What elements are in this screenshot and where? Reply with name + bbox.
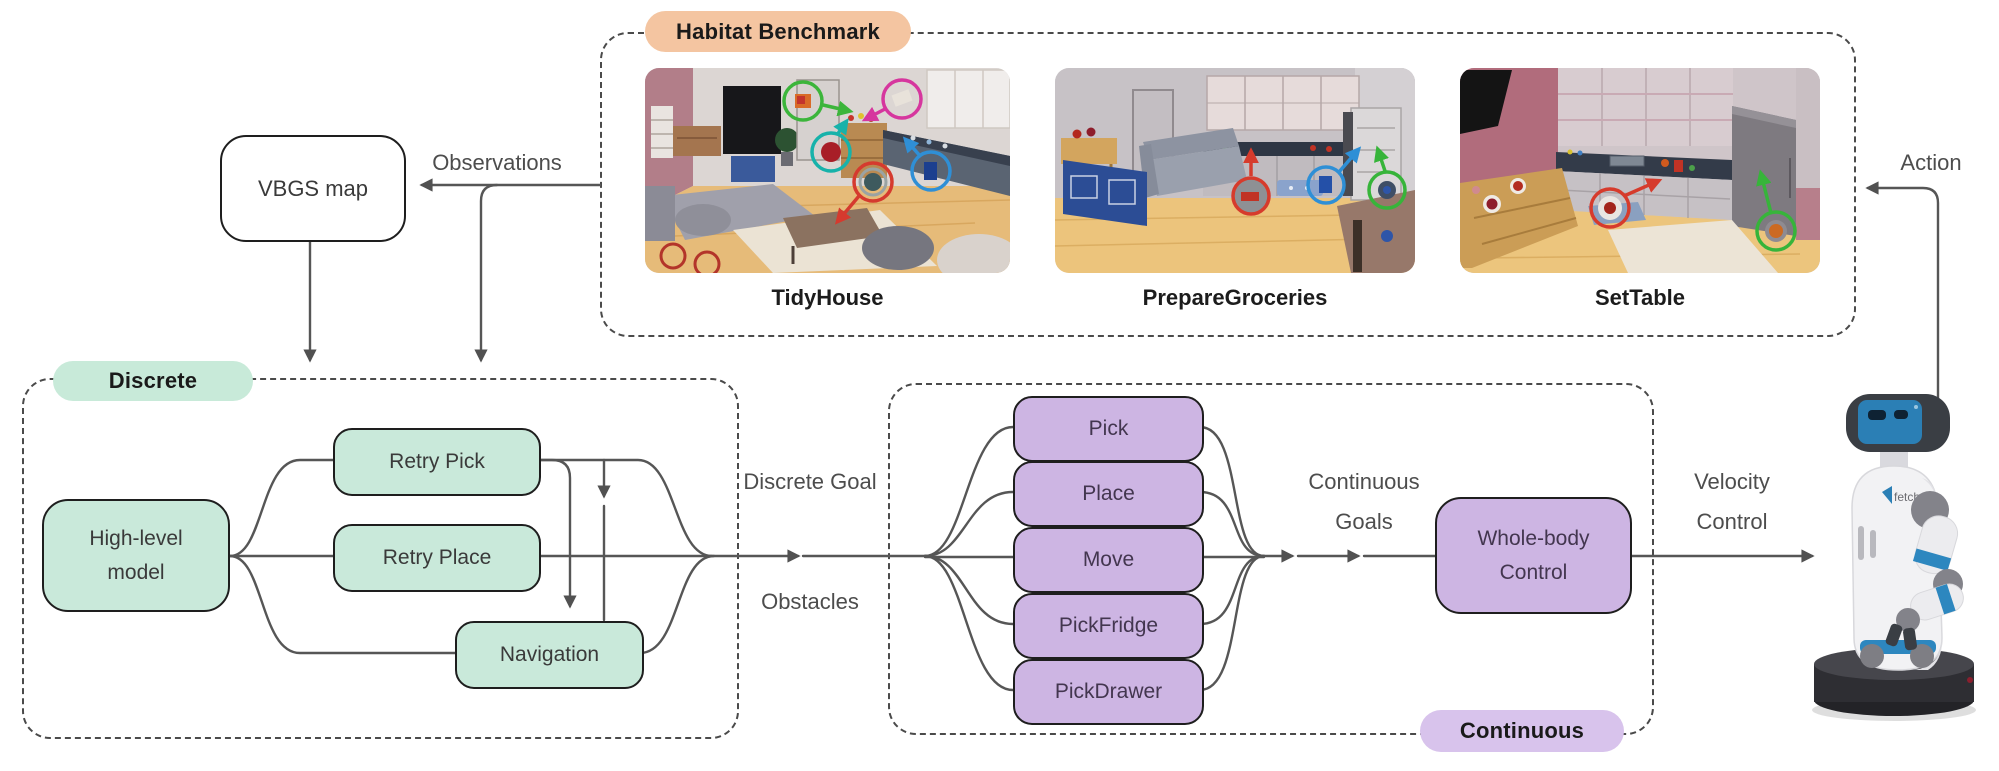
pickdrawer-label: PickDrawer — [1054, 680, 1163, 704]
vbgs-map-label: VBGS map — [257, 175, 369, 201]
place-node: Place — [1013, 461, 1204, 527]
settable-caption: SetTable — [1594, 285, 1686, 310]
retry-pick-node: Retry Pick — [333, 428, 541, 496]
pick-label: Pick — [1088, 417, 1129, 441]
preparegroceries-caption: PrepareGroceries — [1142, 285, 1328, 310]
tidyhouse-image — [645, 68, 1010, 273]
navigation-node: Navigation — [455, 621, 644, 689]
velocity-control-label: Velocity Control — [1694, 469, 1770, 535]
tidyhouse-scene — [645, 68, 1010, 273]
navigation-label: Navigation — [499, 643, 600, 667]
move-label: Move — [1082, 548, 1135, 572]
habitat-benchmark-label: Habitat Benchmark — [676, 18, 880, 44]
retry-place-node: Retry Place — [333, 524, 541, 592]
high-level-model-label: High-level model — [89, 526, 183, 584]
fetch-robot-illustration: fetch — [1812, 394, 1976, 721]
observations-label: Observations — [432, 150, 562, 175]
continuous-label: Continuous — [1459, 718, 1585, 743]
settable-image — [1460, 68, 1820, 273]
pickdrawer-node: PickDrawer — [1013, 659, 1204, 725]
continuous-goals-label: Continuous Goals — [1308, 469, 1420, 535]
whole-body-control-node: Whole-body Control — [1435, 497, 1632, 614]
discrete-goal-label: Discrete Goal — [743, 469, 877, 494]
vbgs-map-node: VBGS map — [220, 135, 406, 242]
fetch-robot: fetch — [1802, 388, 1987, 723]
pickfridge-node: PickFridge — [1013, 593, 1204, 659]
discrete-label: Discrete — [108, 368, 198, 393]
retry-pick-label: Retry Pick — [389, 450, 485, 474]
preparegroceries-scene — [1055, 68, 1415, 273]
pick-node: Pick — [1013, 396, 1204, 462]
whole-body-control-label: Whole-body Control — [1477, 526, 1590, 584]
place-label: Place — [1082, 482, 1135, 506]
tidyhouse-caption: TidyHouse — [771, 285, 884, 310]
continuous-pill: Continuous — [1420, 710, 1624, 752]
settable-scene — [1460, 68, 1820, 273]
retry-place-label: Retry Place — [382, 546, 492, 570]
discrete-pill: Discrete — [53, 361, 253, 401]
habitat-benchmark-pill: Habitat Benchmark — [645, 11, 911, 52]
obstacles-label: Obstacles — [761, 589, 859, 614]
high-level-model-node: High-level model — [42, 499, 230, 612]
continuous-region — [888, 383, 1654, 735]
preparegroceries-image — [1055, 68, 1415, 273]
action-label: Action — [1900, 150, 1962, 175]
move-node: Move — [1013, 527, 1204, 593]
pickfridge-label: PickFridge — [1058, 614, 1159, 638]
fetch-logo-text: fetch — [1894, 490, 1920, 504]
discrete-region — [22, 378, 739, 739]
